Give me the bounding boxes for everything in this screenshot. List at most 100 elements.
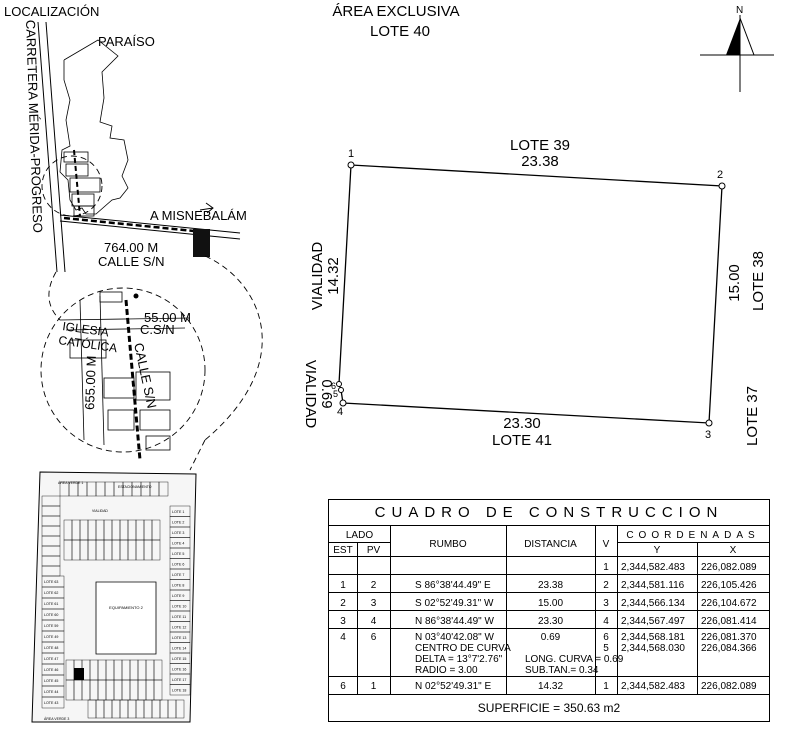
- distance-55: 55.00 M: [144, 310, 191, 325]
- first-row-v: 1: [603, 562, 609, 573]
- header-distancia: DISTANCIA: [524, 539, 577, 550]
- superficie-total: SUPERFICIE = 350.63 m2: [477, 701, 621, 715]
- first-row-x: 226,082.089: [701, 562, 757, 573]
- header-x: X: [729, 545, 737, 556]
- plan-lot-label-left: LOTE 63: [44, 580, 58, 584]
- distance-764: 764.00 M: [104, 240, 158, 255]
- vertex-4-label: 4: [337, 406, 343, 418]
- row-1-est: 1: [340, 580, 346, 591]
- location-map: LOCALIZACIÓN CARRETERA MÉRIDA-PROGRESO P…: [4, 4, 263, 471]
- curve-v: 5: [603, 643, 609, 654]
- vertex-6-label: 6: [331, 381, 336, 391]
- row-3-v: 4: [603, 616, 609, 627]
- row-1-pv: 2: [370, 580, 377, 591]
- row-3-y: 2,344,567.497: [621, 616, 685, 627]
- north-arrow-icon: N: [700, 5, 774, 92]
- vertex-4-marker: [339, 399, 347, 407]
- header-lado: LADO: [345, 530, 374, 541]
- plan-lot-label-left: LOTE 44: [44, 690, 58, 694]
- plan-lot-label-right: LOTE 17: [172, 678, 186, 682]
- row-4-rumbo: N 03°40'42.08" W: [415, 632, 494, 643]
- vertex-2-label: 2: [717, 169, 723, 181]
- area-verde-1-label: ÁREA VERDE 1: [58, 481, 83, 485]
- curve-delta: DELTA = 13°7'2.76": [415, 654, 503, 665]
- row-5-distancia: 14.32: [537, 681, 564, 692]
- plan-lot-label-right: LOTE 15: [172, 657, 186, 661]
- row-4-est: 4: [340, 632, 346, 643]
- row-1-y: 2,344,581.116: [621, 580, 685, 591]
- vertex-5-marker: [338, 387, 344, 393]
- title-line-1: ÁREA EXCLUSIVA: [332, 3, 459, 20]
- plan-lot-label-left: LOTE 62: [44, 591, 58, 595]
- plan-lot-label-right: LOTE 18: [172, 689, 186, 693]
- vertex-5-label: 5: [333, 389, 338, 399]
- curve-centro: CENTRO DE CURVA: [415, 643, 511, 654]
- row-3-x: 226,081.414: [701, 616, 757, 627]
- row-5-pv: 1: [370, 681, 377, 692]
- location-heading: LOCALIZACIÓN: [4, 4, 99, 19]
- row-1-x: 226,105.426: [701, 580, 757, 591]
- title-line-2: LOTE 40: [370, 23, 430, 40]
- construction-table: CUADRO DE CONSTRUCCION LADO EST PV RUMBO…: [328, 499, 770, 722]
- highway-label: CARRETERA MÉRIDA-PROGRESO: [23, 20, 45, 233]
- row-1-distancia: 23.38: [537, 580, 564, 591]
- plan-lot-label-left: LOTE 47: [44, 657, 58, 661]
- plan-lot-label-left: LOTE 43: [44, 701, 58, 705]
- first-row-y: 2,344,582.483: [621, 562, 685, 573]
- row-5-rumbo: N 02°52'49.31" E: [415, 681, 492, 692]
- calle-sn-label-1: CALLE S/N: [98, 254, 164, 269]
- plan-lot-label-left: LOTE 48: [44, 646, 58, 650]
- vertex-1-label: 1: [348, 148, 354, 160]
- plan-lot-label-right: LOTE 3: [172, 531, 184, 535]
- row-4-pv: 6: [370, 632, 377, 643]
- east-neighbor-label: LOTE 38: [750, 251, 767, 311]
- plan-lot-label-left: LOTE 60: [44, 613, 58, 617]
- area-verde-2-label: ÁREA VERDE 3: [44, 717, 69, 721]
- north-label: N: [736, 5, 743, 16]
- plan-lot-label-right: LOTE 4: [172, 542, 184, 546]
- misnebalam-label: A MISNEBALÁM: [150, 208, 247, 223]
- row-3-pv: 4: [370, 616, 377, 627]
- lot-polygon: 1 2 3 4 5 6 LOTE 39 23.38 15.00 LOTE 38 …: [302, 137, 767, 449]
- plan-lot-label-right: LOTE 10: [172, 605, 186, 609]
- row-2-y: 2,344,566.134: [621, 598, 685, 609]
- plan-lot-label-right: LOTE 6: [172, 563, 184, 567]
- curve-subtan: SUB.TAN.= 0.34: [525, 665, 599, 676]
- lot-40-boundary: [338, 164, 723, 424]
- arrow-right-icon: [199, 202, 214, 214]
- paraiso-label: PARAÍSO: [98, 34, 155, 49]
- row-2-est: 2: [340, 598, 346, 609]
- row-1-rumbo: S 86°38'44.49" E: [415, 580, 491, 591]
- row-3-rumbo: N 86°38'44.49" W: [415, 616, 494, 627]
- vertex-2-marker: [718, 182, 726, 190]
- row-5-x: 226,082.089: [701, 681, 757, 692]
- row-5-y: 2,344,582.483: [621, 681, 685, 692]
- row-4-y: 2,344,568.181: [621, 632, 685, 643]
- plan-lot-label-right: LOTE 12: [172, 626, 186, 630]
- row-5-v: 1: [603, 681, 609, 692]
- plan-lot-label-right: LOTE 8: [172, 584, 184, 588]
- plan-lot-label-right: LOTE 14: [172, 647, 186, 651]
- header-est: EST: [333, 545, 353, 556]
- row-2-rumbo: S 02°52'49.31" W: [415, 598, 494, 609]
- plan-lot-label-left: LOTE 45: [44, 679, 58, 683]
- row-2-x: 226,104.672: [701, 598, 757, 609]
- vertex-3-marker: [705, 419, 713, 427]
- subdivision-plan: EQUIPAMIENTO 2 VIALIDAD ESTACIONAMIENTO …: [31, 471, 197, 723]
- vertex-1-marker: [347, 161, 355, 169]
- plan-lot-label-right: LOTE 5: [172, 552, 184, 556]
- header-coordenadas: COORDENADAS: [626, 530, 760, 541]
- row-4-v: 6: [603, 632, 609, 643]
- curve-road-label: VIALIDAD: [302, 360, 319, 429]
- header-y: Y: [653, 545, 661, 556]
- west-road-label: VIALIDAD: [309, 242, 326, 311]
- curve-long: LONG. CURVA = 0.69: [525, 654, 624, 665]
- plan-lot-label-right: LOTE 13: [172, 636, 186, 640]
- row-2-pv: 3: [370, 598, 377, 609]
- south-side-length: 23.30: [503, 415, 541, 432]
- row-1-v: 2: [603, 580, 609, 591]
- town-boundary: [59, 39, 129, 215]
- table-title: CUADRO DE CONSTRUCCION: [329, 500, 769, 526]
- east-side-length: 15.00: [726, 264, 743, 302]
- plan-lot-label-right: LOTE 1: [172, 510, 184, 514]
